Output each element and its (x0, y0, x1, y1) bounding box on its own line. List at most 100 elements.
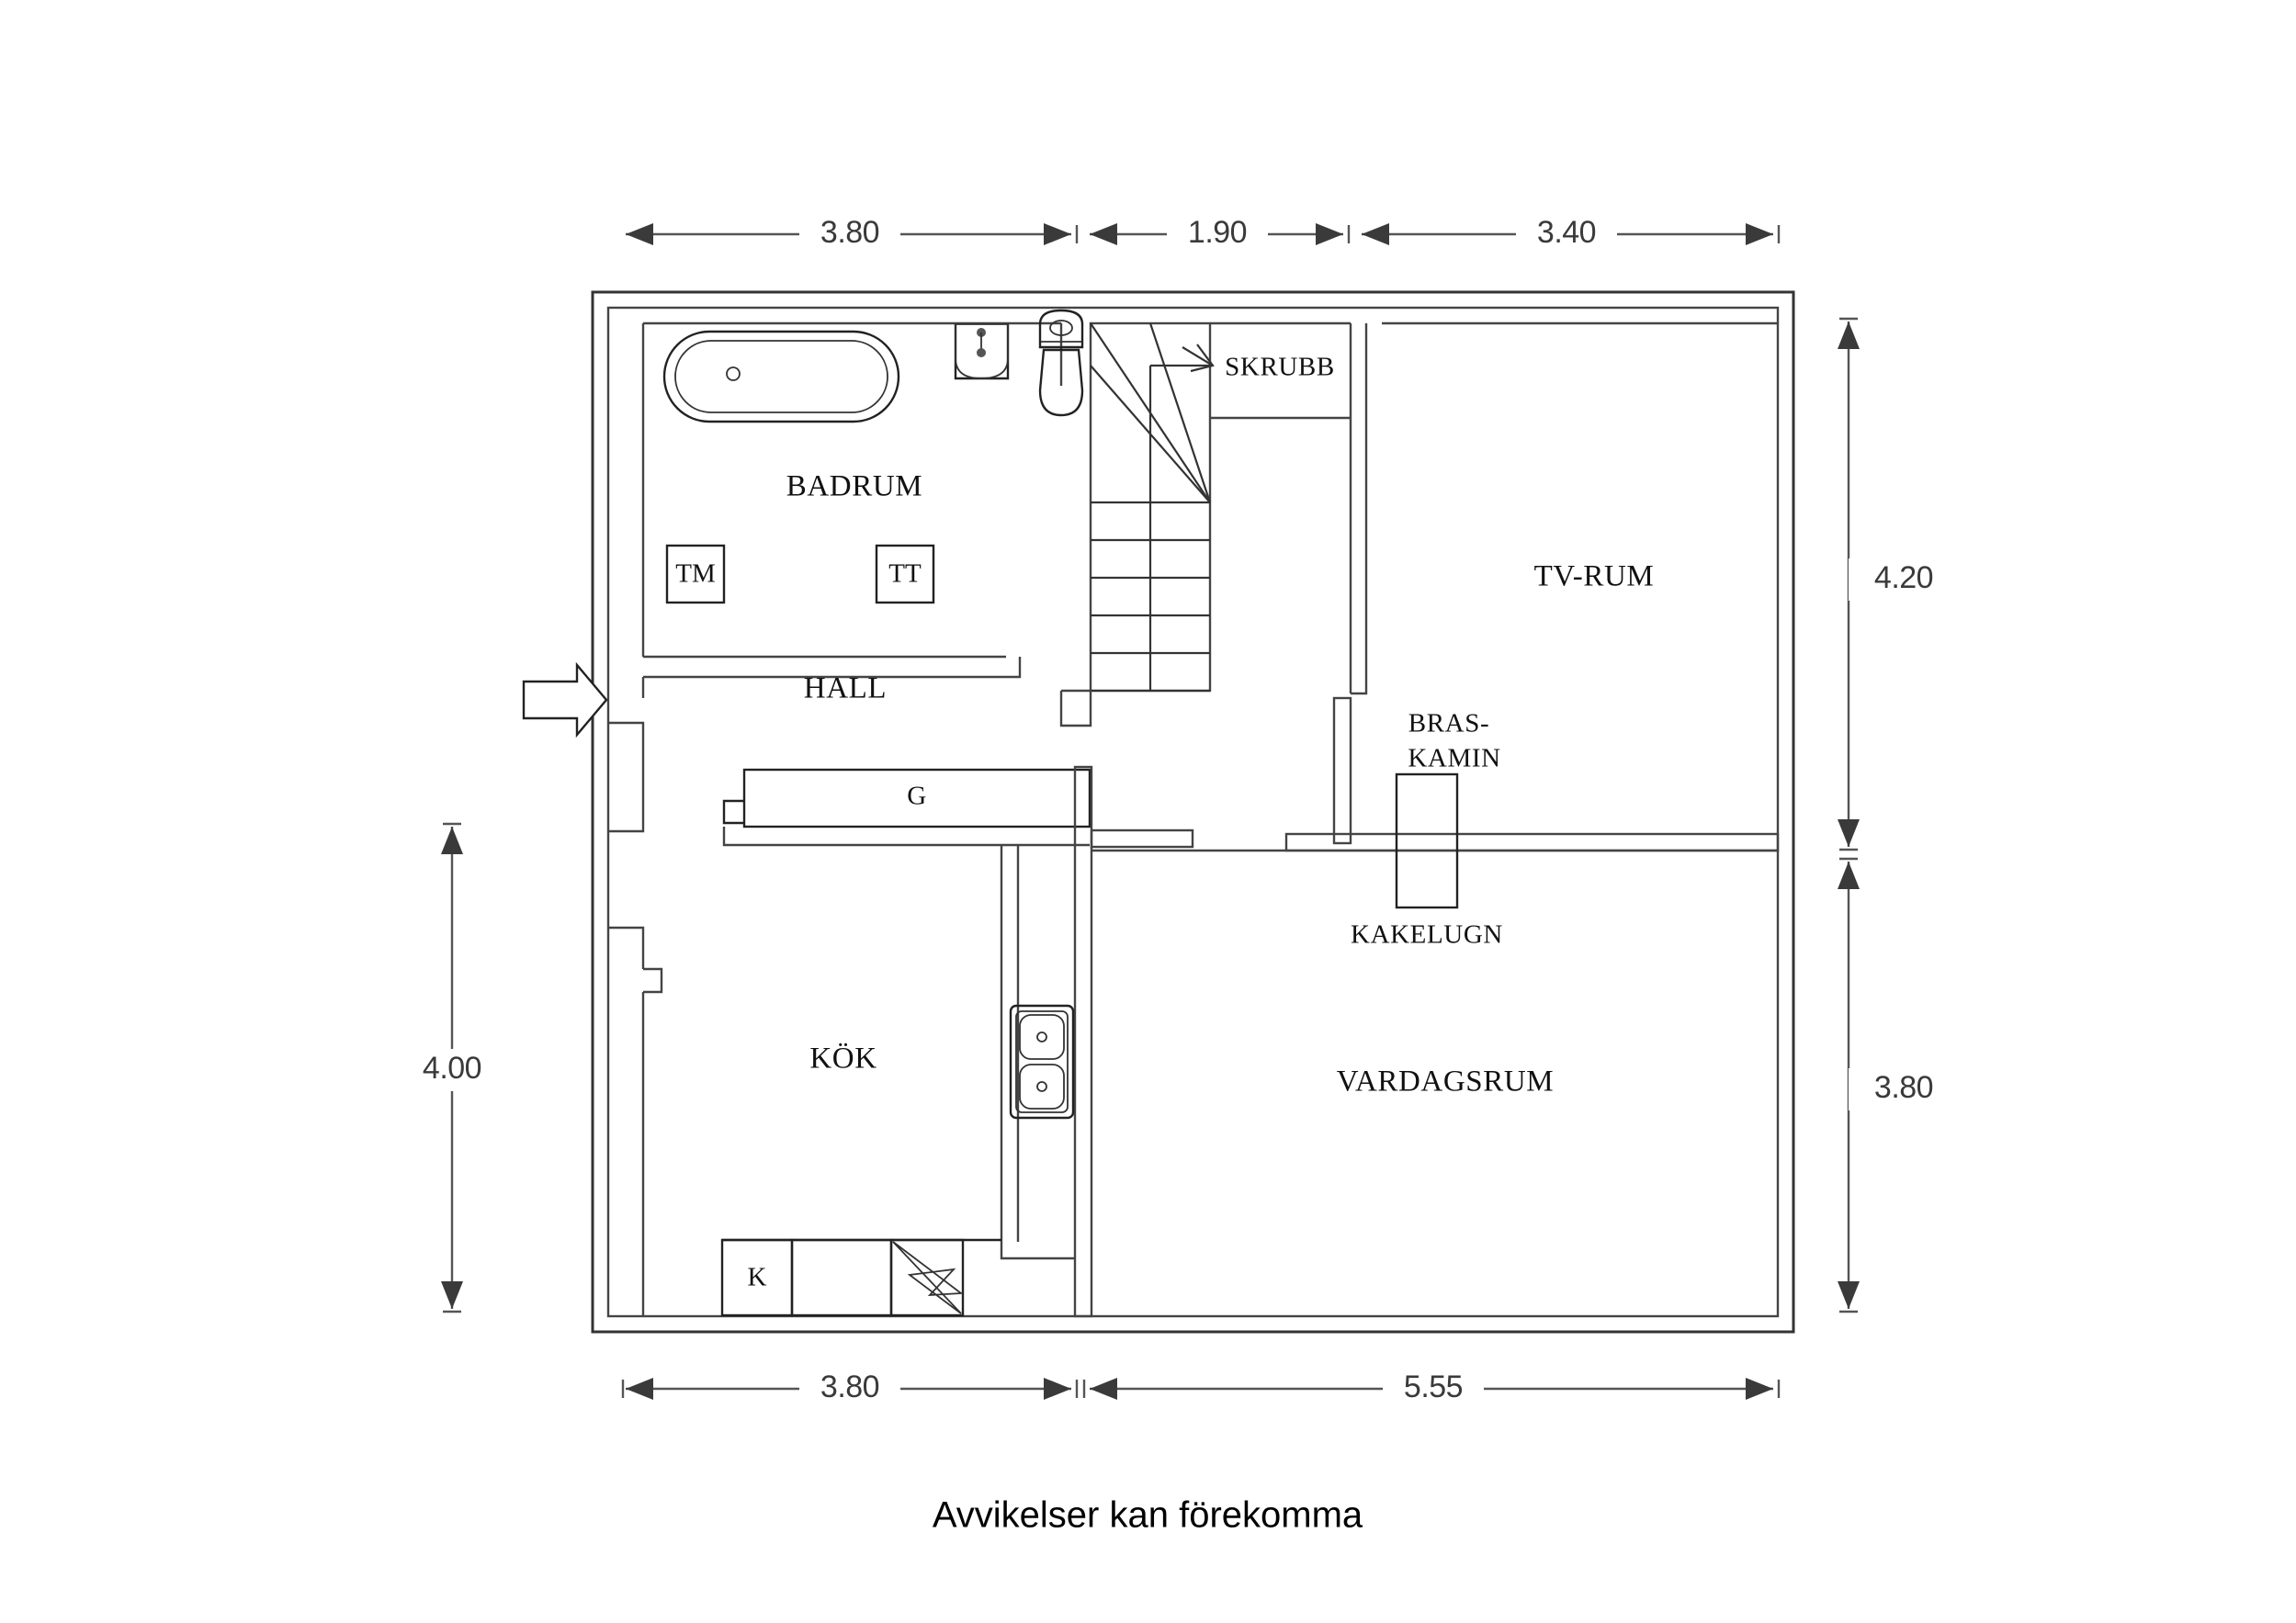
skrubb-wall-right-outer (1351, 323, 1368, 695)
entrance-direction-arrow (522, 661, 608, 738)
sink-drain-upper (1036, 1031, 1047, 1043)
wall-notch-upper (608, 721, 645, 753)
arrowhead-right-icon (1746, 223, 1773, 245)
refrigerator-label: K (748, 1263, 767, 1292)
arrowhead-down-icon (441, 1281, 463, 1309)
kitchen-sink-icon (1009, 1004, 1075, 1120)
dimension-right-1: 4.20 (1838, 317, 1959, 851)
room-badrum: TM TT BADRUM (641, 309, 1084, 698)
stove-diagonal (892, 1241, 962, 1314)
toilet-bowl (1038, 348, 1084, 417)
dimension-row-bottom: 3.80 5.55 (621, 1368, 1781, 1410)
sink-outer (1009, 1004, 1075, 1120)
arrowhead-left-icon (1362, 223, 1389, 245)
dimension-bottom-1-value: 3.80 (820, 1369, 879, 1404)
sink-rim (1015, 1010, 1069, 1113)
outer-walls (591, 290, 1795, 1334)
stair-winder-tread (1090, 365, 1211, 503)
bathtub-icon (662, 330, 900, 423)
fireplace-group: BRAS- KAMIN KAKELUGN (1091, 696, 1780, 950)
room-label-skrubb: SKRUBB (1225, 353, 1335, 382)
tumble-dryer-box (875, 544, 935, 604)
wardrobe-label-g: G (907, 782, 927, 811)
wardrobe-unit-g: G (722, 768, 1091, 847)
dimension-right-1-value: 4.20 (1874, 560, 1933, 595)
toilet-icon (1038, 309, 1084, 417)
washing-machine-box (665, 544, 726, 604)
fireplace-label-line2: KAMIN (1408, 744, 1500, 773)
kitchen-counter-edge (1000, 845, 1075, 1260)
dimension-text-bg (799, 1368, 900, 1410)
washing-machine-label: TM (675, 559, 716, 589)
dimension-bottom-2: 5.55 (1082, 1368, 1781, 1410)
dimension-right-2-value: 3.80 (1874, 1070, 1933, 1105)
stair-direction-line (1182, 346, 1214, 366)
wall-notch-lower (608, 926, 645, 955)
stair-winder-tread (1148, 322, 1212, 503)
arrowhead-left-icon (1090, 1378, 1117, 1400)
interior-walls (1000, 765, 1194, 1318)
wall-fireplace-partition (1332, 696, 1352, 845)
wall-hall-vardagsrum-stub (1090, 828, 1194, 849)
room-hall: HALL (804, 672, 887, 705)
room-label-kok: KÖK (809, 1043, 877, 1076)
wardrobe-handle-notch (722, 799, 744, 825)
wardrobe-box (742, 768, 1091, 828)
arrowhead-up-icon (441, 827, 463, 854)
toilet-cistern (1038, 309, 1084, 349)
arrowhead-left-icon (626, 1378, 653, 1400)
arrowhead-right-icon (1316, 223, 1343, 245)
arrowhead-down-icon (1838, 1281, 1860, 1309)
arrowhead-right-icon (1746, 1378, 1773, 1400)
room-label-vardagsrum: VARDAGSRUM (1337, 1065, 1554, 1099)
washing-machine: TM (665, 544, 726, 604)
tumble-dryer-label: TT (888, 559, 922, 589)
dimension-top-3: 3.40 (1362, 213, 1781, 255)
dimension-text-bg (1167, 213, 1268, 255)
tiled-stove-label: KAKELUGN (1351, 920, 1503, 950)
room-label-hall: HALL (804, 672, 887, 705)
dimension-text-bg (1383, 1368, 1484, 1410)
arrowhead-left-icon (1090, 223, 1117, 245)
entry-arrow-icon (522, 661, 608, 738)
bathtub-inner (674, 340, 888, 413)
left-wall-openings (608, 721, 663, 1316)
fireplace-label-line1: BRAS- (1408, 709, 1489, 738)
dimension-text-bg (799, 213, 900, 255)
room-vardagsrum: VARDAGSRUM (1337, 1065, 1554, 1099)
dimension-top-3-value: 3.40 (1537, 215, 1596, 250)
stove-hob-symbol (892, 1241, 964, 1314)
dimension-text-bg (402, 1049, 503, 1091)
stair-direction-arrowhead-icon (1190, 344, 1215, 373)
arrowhead-right-icon (1044, 223, 1071, 245)
washbasin-drain (977, 348, 986, 357)
outer-wall-outline (591, 290, 1795, 1334)
arrowhead-up-icon (1838, 321, 1860, 349)
staircase (1059, 321, 1215, 727)
fireplace-body (1395, 772, 1459, 909)
tumble-dryer: TT (875, 544, 935, 604)
badrum-wall-bottom-outer (643, 657, 1022, 679)
dimension-bottom-1: 3.80 (621, 1368, 1079, 1410)
arrowhead-left-icon (626, 223, 653, 245)
arrowhead-down-icon (1838, 819, 1860, 847)
dimension-text-bg (1849, 1068, 1959, 1110)
dimension-left-1: 4.00 (402, 822, 503, 1313)
dimension-text-bg (1849, 558, 1959, 601)
arrowhead-up-icon (1838, 862, 1860, 889)
disclaimer-caption: Avvikelser kan förekomma (933, 1495, 1363, 1536)
dimension-text-bg (1516, 213, 1617, 255)
sink-bowl-upper (1019, 1014, 1065, 1060)
stair-winder-tread (1090, 322, 1211, 503)
stair-newel-post (1059, 691, 1092, 727)
wall-notch-upper-2 (608, 808, 645, 833)
dimension-right-2: 3.80 (1838, 857, 1959, 1313)
dimension-top-1-value: 3.80 (820, 215, 879, 250)
toilet-flush-button (1049, 320, 1073, 336)
wardrobe-base-outline (722, 827, 1090, 847)
sink-drain-lower (1036, 1081, 1047, 1092)
room-label-tv-rum: TV-RUM (1534, 560, 1655, 593)
arrowhead-right-icon (1044, 1378, 1071, 1400)
